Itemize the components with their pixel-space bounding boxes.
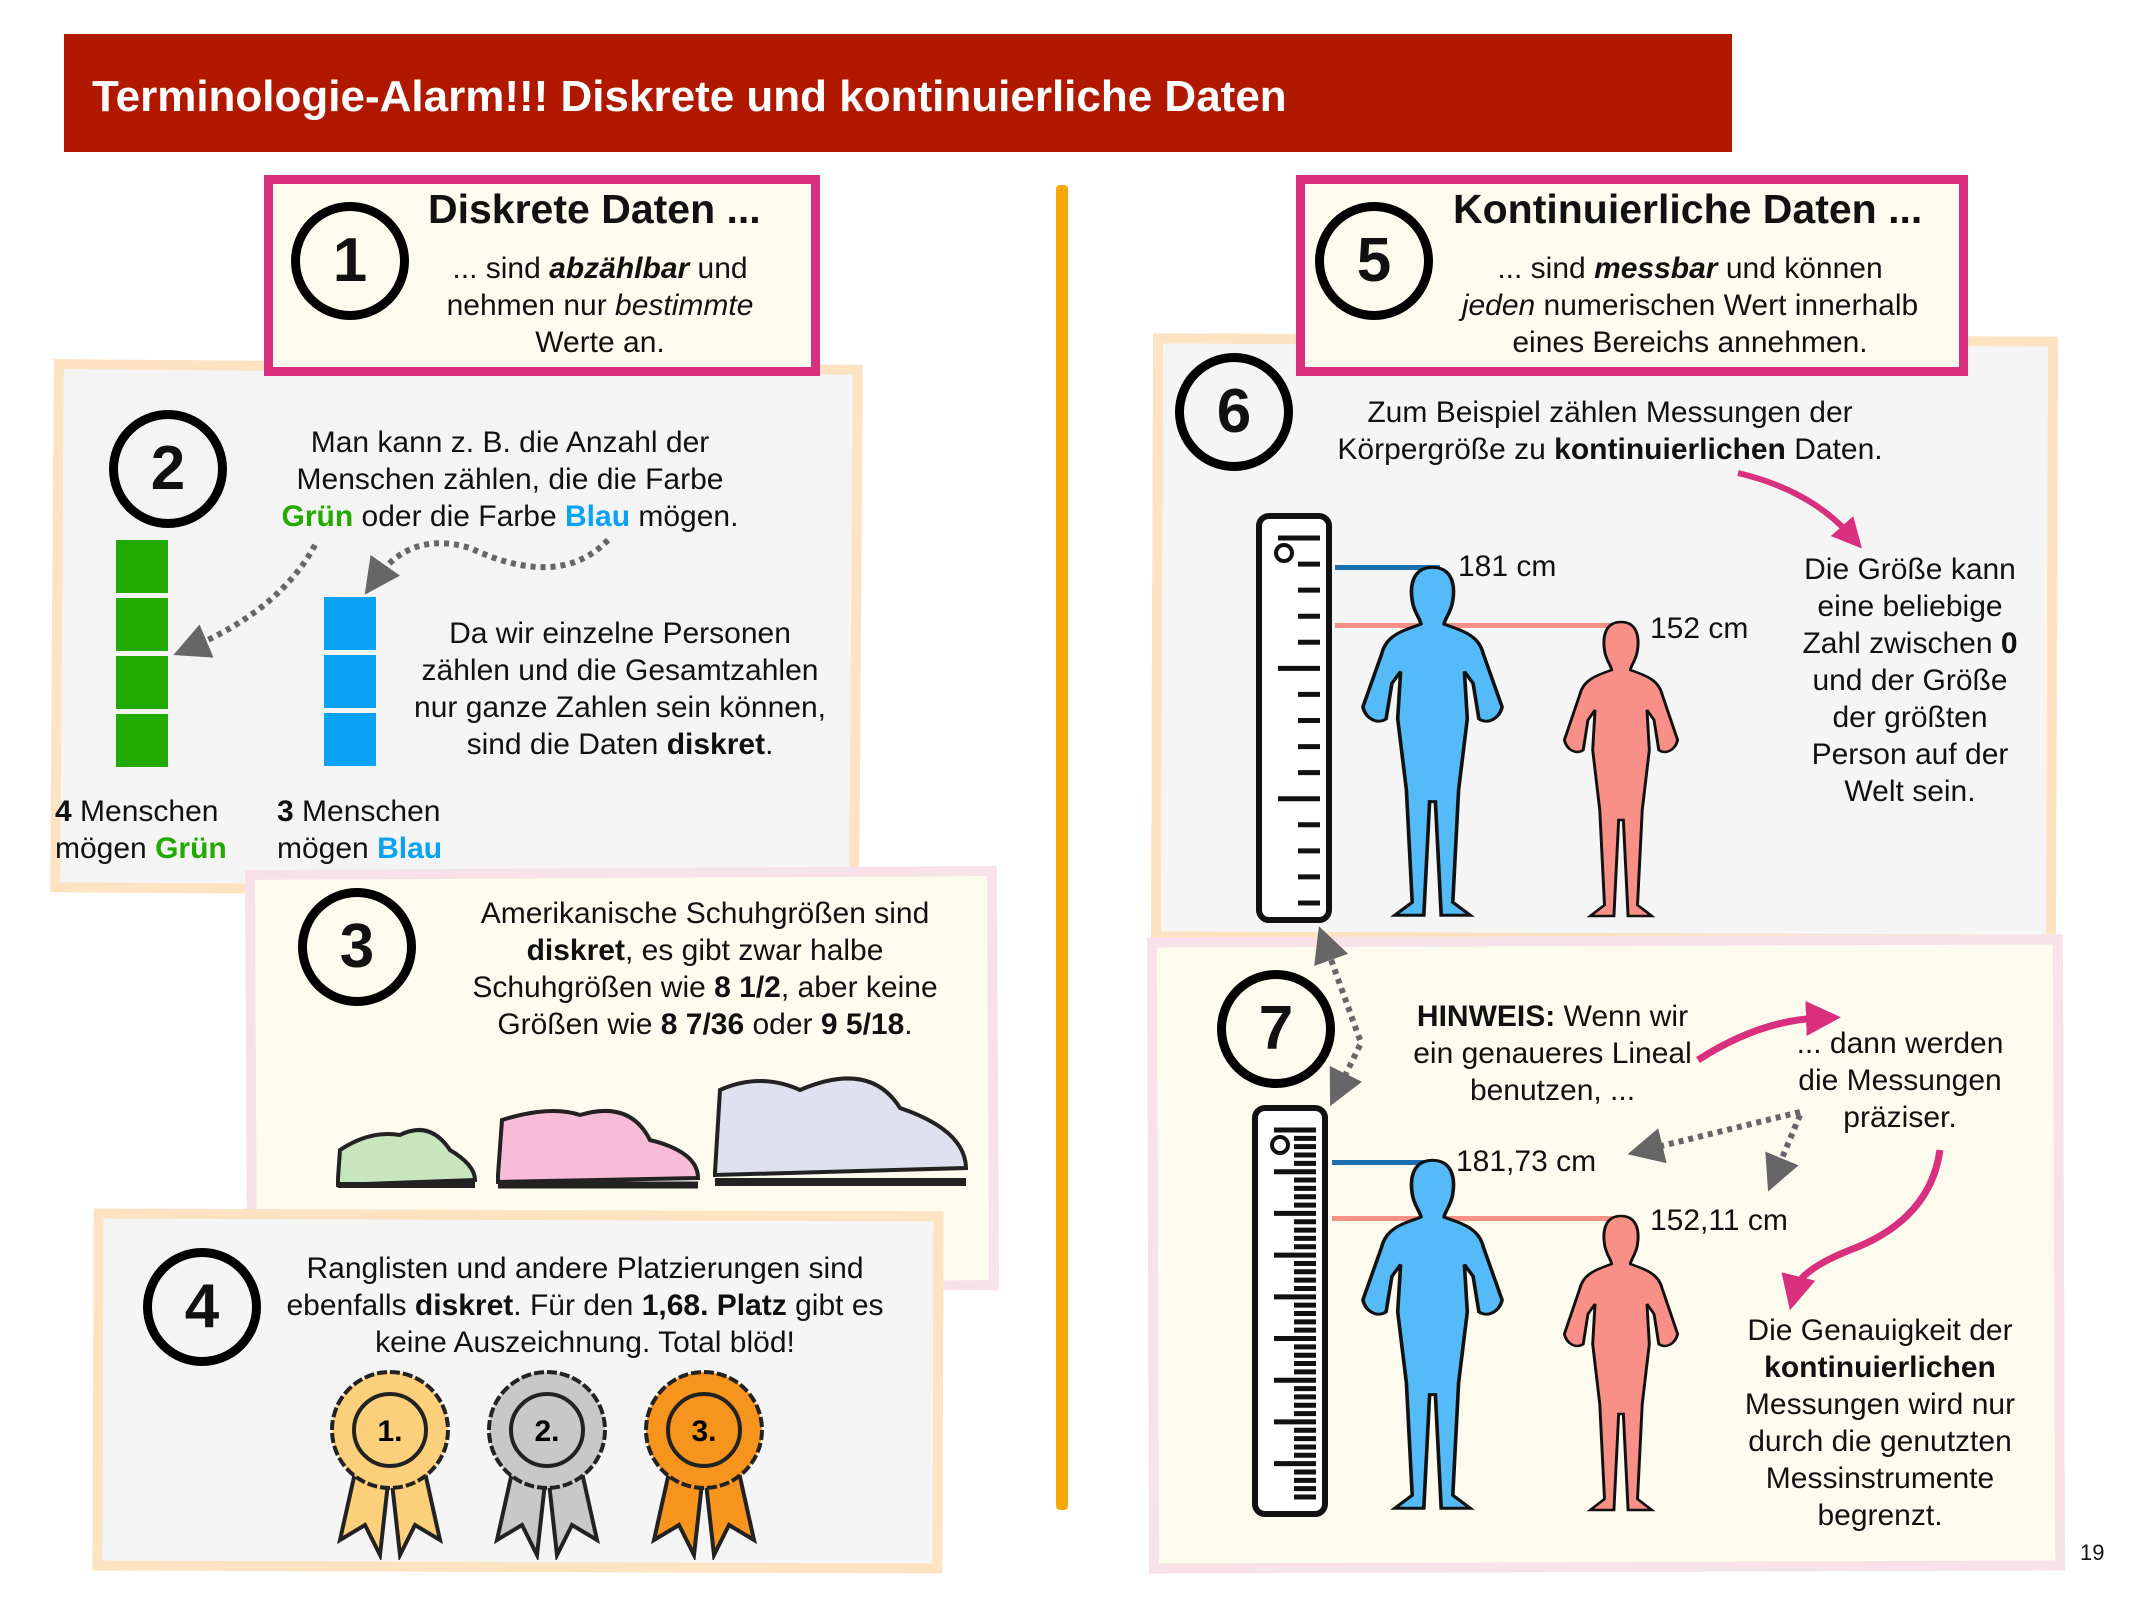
magenta-arrow-6 [1737,470,1862,549]
continuous-heading: Kontinuierliche Daten ... [1453,186,1923,232]
man-silhouette-2 [1562,1214,1680,1512]
green-bar-stack [116,540,168,767]
number-4-badge: 4 [143,1248,261,1366]
man-silhouette [1562,620,1680,918]
page-number: 19 [2080,1540,2105,1565]
number-1-badge: 1 [291,202,409,320]
height-arrow-pink-fine [1332,1216,1620,1221]
number-5-badge: 5 [1315,202,1433,320]
dotted-arrow-7-up [1314,926,1363,1042]
discrete-definition: ... sind abzählbar und nehmen nur bestim… [446,252,754,359]
height-arrow-blue-fine [1332,1160,1440,1165]
title-bar: Terminologie-Alarm!!! Diskrete und konti… [64,34,1732,152]
number-2-badge: 2 [109,410,227,528]
shoe-icon-lavender [713,1076,969,1186]
medal-label: 1. [377,1415,402,1448]
ranking-text: Ranglisten und andere Platzierungen sind… [286,1252,884,1359]
medal-label: 3. [691,1415,716,1448]
dotted-arrow-7d [1765,1113,1803,1192]
height-arrow-blue [1335,565,1440,570]
woman-silhouette [1361,565,1504,917]
continuous-definition: ... sind messbar und können jeden numeri… [1461,252,1919,359]
woman-silhouette-2 [1361,1158,1504,1510]
medal-label: 2. [534,1415,559,1448]
page-title: Terminologie-Alarm!!! Diskrete und konti… [92,72,1287,121]
height-label-181-73: 181,73 cm [1456,1145,1597,1178]
magenta-arrow-7b [1781,1149,1944,1311]
shoes-illustration [336,1076,969,1189]
number-7-badge: 7 [1217,970,1335,1088]
number-6-badge: 6 [1175,353,1293,471]
height-label-152: 152 cm [1650,612,1749,645]
shoe-icon-green [336,1128,478,1188]
medal-icon-3: 3. [644,1370,764,1560]
blue-bar-stack [324,597,376,766]
magenta-arrow-7a [1696,1000,1841,1063]
medal-icon-2: 2. [487,1370,607,1560]
shoe-icon-pink [496,1108,701,1189]
height-label-152-11: 152,11 cm [1650,1204,1788,1237]
divider-line [1056,185,1068,1510]
height-label-181: 181 cm [1458,550,1557,583]
ruler-fine [1252,1105,1328,1517]
dotted-arrow-7c [1627,1109,1801,1164]
dotted-arrow-green [173,543,318,658]
height-arrow-pink [1335,623,1620,628]
discrete-heading: Diskrete Daten ... [428,186,761,232]
dotted-arrow-7-down [1329,1043,1363,1107]
ruler-coarse [1256,513,1332,923]
dotted-arrow-blue [364,537,611,595]
number-3-badge: 3 [298,888,416,1006]
medal-icon-1: 1. [330,1370,450,1560]
